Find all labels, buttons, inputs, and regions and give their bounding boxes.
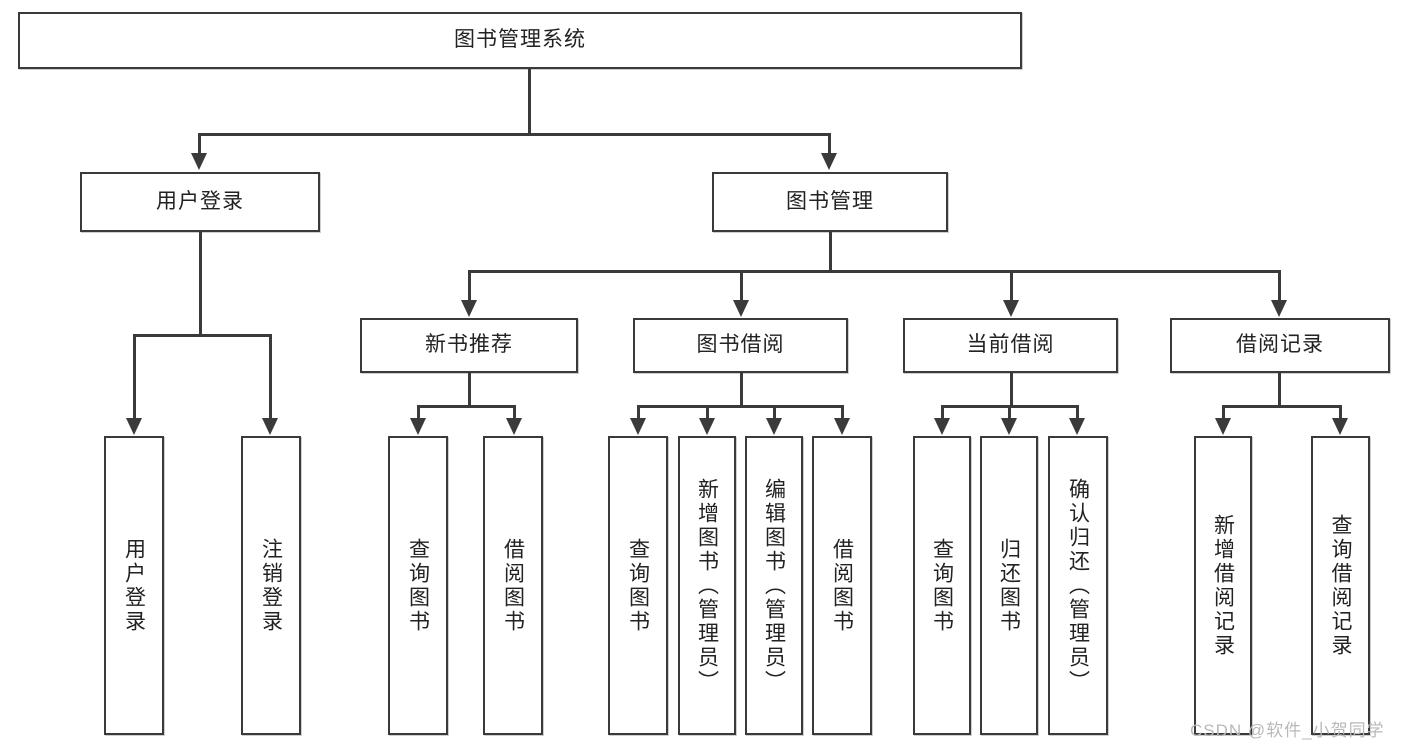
connector-current-drop-1 bbox=[941, 405, 944, 420]
connector-user-login-stem bbox=[199, 232, 202, 336]
leaf-label: 归还图书 bbox=[997, 537, 1021, 634]
arrow-leaf-borrow-book-2 bbox=[834, 418, 850, 435]
leaf-query-book-current[interactable]: 查询图书 bbox=[913, 436, 971, 735]
connector-user-login-drop-2 bbox=[269, 334, 272, 420]
leaf-borrow-book[interactable]: 借阅图书 bbox=[812, 436, 872, 735]
connector-user-login-drop-1 bbox=[133, 334, 136, 420]
arrow-to-user-login bbox=[191, 153, 207, 170]
leaf-query-book-recommend[interactable]: 查询图书 bbox=[388, 436, 448, 735]
leaf-confirm-return-admin[interactable]: 确认归还（管理员） bbox=[1048, 436, 1108, 735]
connector-borrow-drop-2 bbox=[706, 405, 709, 420]
node-root-system[interactable]: 图书管理系统 bbox=[18, 12, 1022, 69]
connector-level2-drop-3 bbox=[1010, 270, 1013, 302]
connector-book-manage-stem bbox=[829, 232, 832, 272]
node-book-management[interactable]: 图书管理 bbox=[712, 172, 948, 232]
leaf-add-borrow-record[interactable]: 新增借阅记录 bbox=[1194, 436, 1252, 735]
connector-borrow-bar bbox=[637, 405, 842, 408]
node-user-login[interactable]: 用户登录 bbox=[80, 172, 320, 232]
node-label: 用户登录 bbox=[156, 189, 244, 213]
arrow-leaf-add-book bbox=[699, 418, 715, 435]
leaf-label: 用户登录 bbox=[122, 537, 146, 634]
leaf-label: 新增借阅记录 bbox=[1211, 513, 1235, 658]
leaf-user-login[interactable]: 用户登录 bbox=[104, 436, 164, 735]
connector-level2-bar bbox=[468, 270, 1280, 273]
leaf-logout[interactable]: 注销登录 bbox=[241, 436, 301, 735]
connector-recommend-stem bbox=[468, 373, 471, 407]
node-current-borrow[interactable]: 当前借阅 bbox=[903, 318, 1118, 373]
node-label: 新书推荐 bbox=[425, 333, 513, 357]
arrow-leaf-borrow-book-1 bbox=[506, 418, 522, 435]
leaf-label: 借阅图书 bbox=[501, 537, 525, 634]
arrow-leaf-query-record bbox=[1332, 418, 1348, 435]
leaf-add-book-admin[interactable]: 新增图书（管理员） bbox=[678, 436, 736, 735]
connector-record-drop-2 bbox=[1339, 405, 1342, 420]
connector-record-drop-1 bbox=[1222, 405, 1225, 420]
arrow-leaf-return-book bbox=[1001, 418, 1017, 435]
arrow-leaf-user-login bbox=[126, 418, 142, 435]
arrow-to-new-book-recommend bbox=[461, 300, 477, 317]
arrow-leaf-query-book-1 bbox=[410, 418, 426, 435]
connector-level2-drop-1 bbox=[468, 270, 471, 302]
connector-borrow-stem bbox=[740, 373, 743, 407]
node-label: 当前借阅 bbox=[966, 333, 1055, 357]
connector-level2-drop-4 bbox=[1278, 270, 1281, 302]
connector-root-bar bbox=[198, 133, 830, 136]
leaf-query-borrow-record[interactable]: 查询借阅记录 bbox=[1311, 436, 1370, 735]
connector-borrow-drop-1 bbox=[637, 405, 640, 420]
arrow-to-book-manage bbox=[821, 153, 837, 170]
node-borrow-record[interactable]: 借阅记录 bbox=[1170, 318, 1390, 373]
connector-recommend-drop-1 bbox=[417, 405, 420, 420]
leaf-label: 编辑图书（管理员） bbox=[762, 477, 786, 694]
node-label: 图书管理 bbox=[786, 189, 874, 213]
arrow-to-borrow-record bbox=[1271, 300, 1287, 317]
connector-recommend-bar bbox=[417, 405, 516, 408]
arrow-to-current-borrow bbox=[1003, 300, 1019, 317]
leaf-label: 查询图书 bbox=[406, 537, 430, 634]
node-label: 图书管理系统 bbox=[454, 28, 586, 52]
connector-to-user-login bbox=[198, 133, 201, 155]
connector-to-book-manage bbox=[828, 133, 831, 155]
connector-current-drop-2 bbox=[1008, 405, 1011, 420]
csdn-watermark: CSDN @软件_小贺同学 bbox=[1190, 721, 1385, 740]
leaf-return-book[interactable]: 归还图书 bbox=[980, 436, 1038, 735]
node-new-book-recommend[interactable]: 新书推荐 bbox=[360, 318, 578, 373]
leaf-label: 查询图书 bbox=[930, 537, 954, 634]
connector-current-drop-3 bbox=[1076, 405, 1079, 420]
arrow-leaf-confirm-return bbox=[1069, 418, 1085, 435]
connector-level2-drop-2 bbox=[740, 270, 743, 302]
leaf-label: 注销登录 bbox=[259, 537, 283, 634]
node-label: 图书借阅 bbox=[696, 333, 785, 357]
leaf-label: 查询借阅记录 bbox=[1329, 513, 1352, 658]
connector-borrow-drop-3 bbox=[773, 405, 776, 420]
node-label: 借阅记录 bbox=[1236, 333, 1324, 357]
arrow-leaf-logout bbox=[262, 418, 278, 435]
connector-record-bar bbox=[1222, 405, 1341, 408]
connector-borrow-drop-4 bbox=[841, 405, 844, 420]
leaf-label: 确认归还（管理员） bbox=[1066, 477, 1090, 694]
connector-root-stem bbox=[528, 69, 531, 135]
node-book-borrow[interactable]: 图书借阅 bbox=[633, 318, 848, 373]
leaf-label: 新增图书（管理员） bbox=[695, 477, 719, 694]
leaf-edit-book-admin[interactable]: 编辑图书（管理员） bbox=[745, 436, 803, 735]
arrow-leaf-query-book-2 bbox=[630, 418, 646, 435]
leaf-label: 查询图书 bbox=[626, 537, 650, 634]
arrow-leaf-edit-book bbox=[766, 418, 782, 435]
leaf-label: 借阅图书 bbox=[830, 537, 854, 634]
connector-current-stem bbox=[1010, 373, 1013, 407]
arrow-leaf-query-book-3 bbox=[934, 418, 950, 435]
arrow-to-book-borrow bbox=[733, 300, 749, 317]
leaf-query-book-borrow[interactable]: 查询图书 bbox=[608, 436, 668, 735]
leaf-borrow-book-recommend[interactable]: 借阅图书 bbox=[483, 436, 543, 735]
connector-record-stem bbox=[1278, 373, 1281, 407]
arrow-leaf-add-record bbox=[1215, 418, 1231, 435]
connector-recommend-drop-2 bbox=[513, 405, 516, 420]
connector-user-login-bar bbox=[133, 334, 271, 337]
